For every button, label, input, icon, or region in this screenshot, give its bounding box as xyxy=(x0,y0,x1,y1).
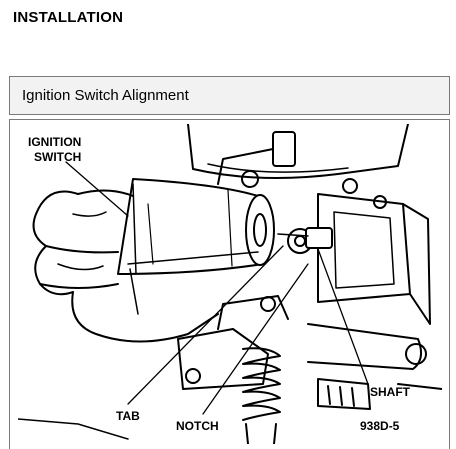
figure-caption-bar: Ignition Switch Alignment xyxy=(9,76,450,115)
label-ignition-line1: IGNITION xyxy=(28,135,81,149)
label-notch: NOTCH xyxy=(176,419,219,433)
label-ignition-line2: SWITCH xyxy=(34,150,81,164)
label-figure-id: 938D-5 xyxy=(360,419,400,433)
ignition-switch-illustration: IGNITION SWITCH SHAFT TAB NOTCH 938D-5 xyxy=(18,124,442,444)
section-heading: INSTALLATION xyxy=(13,9,124,26)
figure-frame xyxy=(9,119,450,449)
label-shaft: SHAFT xyxy=(370,385,411,399)
ignition-switch-drawing: IGNITION SWITCH SHAFT TAB NOTCH 938D-5 xyxy=(18,124,442,444)
figure-caption: Ignition Switch Alignment xyxy=(22,87,189,104)
label-tab: TAB xyxy=(116,409,140,423)
